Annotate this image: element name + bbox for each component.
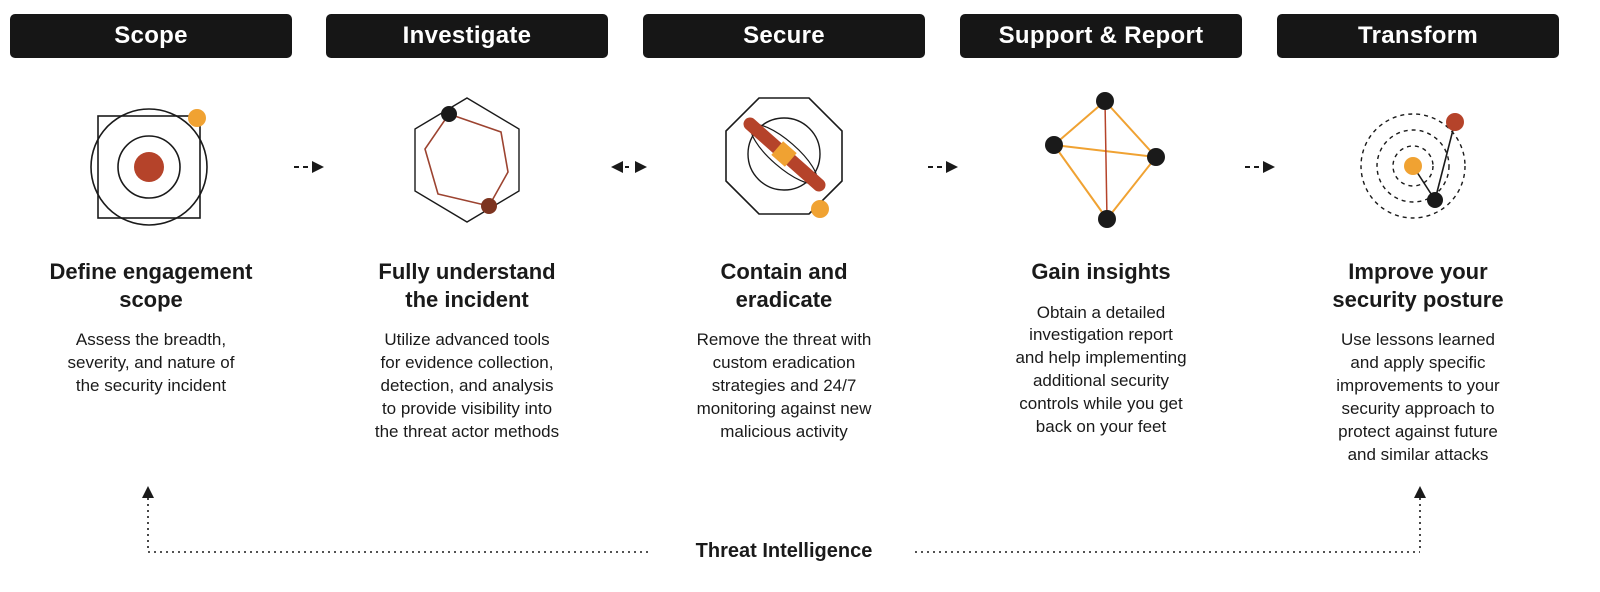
stage-scope: Scope Define engagement scope Assess the… (6, 14, 296, 398)
stage-header-label: Support & Report (998, 22, 1204, 49)
target-scope-icon (76, 88, 226, 238)
stage-secure: Secure Contain and eradicate Remove the … (639, 14, 929, 444)
dashed-arrow-bidirectional-icon (611, 161, 647, 173)
stage-title: Define engagement scope (49, 259, 253, 312)
dashed-arrow-right-icon (1245, 161, 1275, 173)
stage-header-label: Secure (743, 22, 825, 49)
network-nodes-icon (1026, 88, 1176, 238)
stage-header-support-report: Support & Report (960, 14, 1242, 58)
stage-header-investigate: Investigate (326, 14, 608, 58)
stage-description: Use lessons learned and apply specific i… (1336, 330, 1500, 464)
threat-intelligence-feedback-line (142, 486, 1426, 553)
stage-title: Fully understand the incident (378, 259, 556, 312)
stage-title: Gain insights (1031, 259, 1171, 284)
stage-header-label: Investigate (402, 22, 532, 49)
stage-title: Improve your security posture (1332, 259, 1504, 312)
dashed-arrow-right-icon (928, 161, 958, 173)
octagon-block-icon (709, 88, 859, 238)
dashed-arrow-right-icon (294, 161, 324, 173)
stage-description: Remove the threat with custom eradicatio… (696, 330, 872, 441)
stage-transform: Transform Improve your security posture … (1273, 14, 1563, 467)
stage-title: Contain and eradicate (720, 259, 848, 312)
stage-description: Utilize advanced tools for evidence coll… (374, 330, 560, 441)
threat-intelligence-label: Threat Intelligence (695, 540, 873, 562)
stage-description: Obtain a detailed investigation report a… (1015, 302, 1187, 437)
stage-header-transform: Transform (1277, 14, 1559, 58)
stage-header-label: Transform (1357, 22, 1479, 49)
stage-header-label: Scope (114, 22, 188, 49)
hexagon-trace-icon (392, 88, 542, 238)
stage-description: Assess the breadth, severity, and nature… (67, 330, 235, 395)
stage-header-scope: Scope (10, 14, 292, 58)
stage-header-secure: Secure (643, 14, 925, 58)
stage-support-report: Support & Report Gain insights Obtain a … (956, 14, 1246, 439)
radar-orbits-icon (1343, 88, 1493, 238)
stage-investigate: Investigate Fully understand the inciden… (322, 14, 612, 444)
